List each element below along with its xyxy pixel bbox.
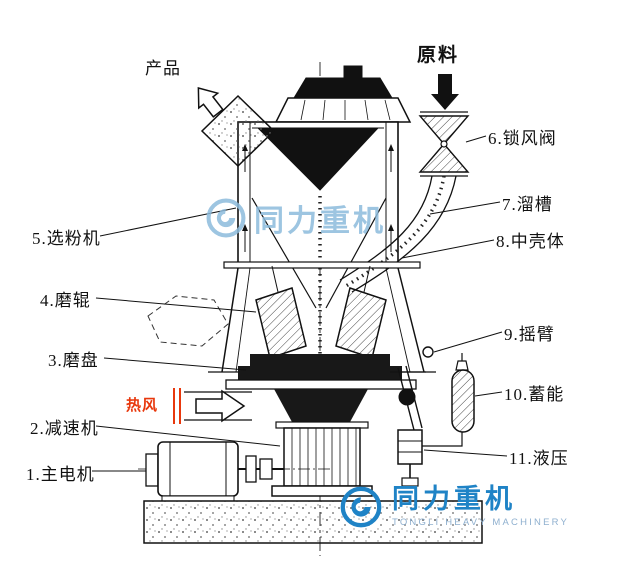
grinding-roller-left [255,265,307,359]
reducer-shape [271,421,373,497]
watermark-text: 同力重机 [254,205,386,238]
label-grinding-table: 3.磨盘 [48,351,99,370]
label-middle-shell: 8.中壳体 [496,232,565,251]
accumulator-shape [451,353,475,433]
hydraulic-shape [397,429,463,487]
main-motor-shape [138,441,330,502]
grinding-table-shape [225,354,417,422]
product-arrow [197,86,224,118]
raw-material-arrow [431,74,459,110]
label-raw-material: 原料 [417,45,460,66]
leader-lines [92,135,508,472]
label-grinding-roller: 4.磨辊 [40,291,91,310]
brand-name: 同力重机 [392,484,516,515]
hot-air-duct [173,388,252,424]
label-lock-air-valve: 6.锁风阀 [488,129,557,148]
label-rocker-arm: 9.摇臂 [504,325,555,344]
classifier-housing [237,121,399,358]
tongli-logo-icon [340,486,382,528]
label-hot-air: 热风 [126,398,159,414]
label-classifier: 5.选粉机 [32,229,101,248]
label-reducer: 2.减速机 [30,419,99,438]
separator-drive [274,65,412,123]
watermark-center: 同力重机 [204,196,386,240]
feed-chute [339,175,457,293]
tongli-logo-icon [206,198,246,238]
hot-air-arrow [195,389,246,423]
label-main-motor: 1.主电机 [26,465,95,484]
label-accumulator: 10.蓄能 [504,385,565,404]
rocker-arm-shape [390,346,434,431]
brand-block: 同力重机 TONGLI HEAVY MACHINERY [338,484,569,530]
grinding-roller-right [335,265,387,359]
brand-subtitle: TONGLI HEAVY MACHINERY [392,517,570,529]
label-hydraulic: 11.液压 [509,449,569,468]
foundation-base [143,500,483,544]
roller-swingout-ghost [147,295,229,347]
label-chute: 7.溜槽 [502,195,553,214]
product-cyclone [197,86,276,168]
label-product: 产品 [145,59,181,78]
lock-air-valve-shape [418,111,470,177]
